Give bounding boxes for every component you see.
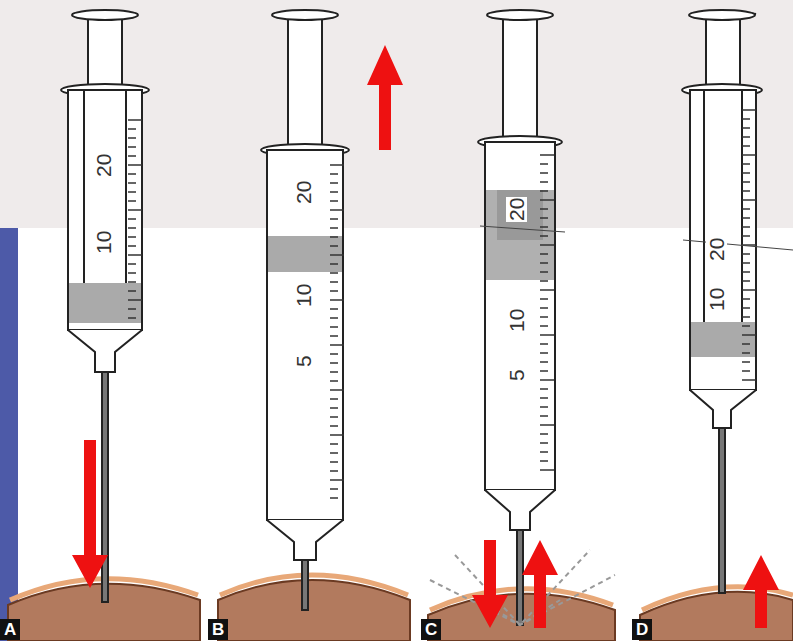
scale-number: 20 — [706, 237, 727, 262]
scale-number: 20 — [93, 153, 114, 178]
scale-number: 10 — [93, 230, 114, 255]
scale-number: 10 — [706, 287, 727, 312]
panel-letter: D — [632, 619, 652, 640]
scale-number: 10 — [293, 283, 314, 308]
scale-number: 10 — [506, 308, 527, 333]
scale-number: 5 — [293, 354, 314, 368]
scale-number: 20 — [293, 180, 314, 205]
panel-letter: B — [208, 619, 228, 640]
scale-number: 20 — [506, 197, 527, 222]
panel-letter: C — [421, 619, 441, 640]
panel-letter: A — [0, 619, 20, 640]
scale-number: 5 — [506, 368, 527, 382]
